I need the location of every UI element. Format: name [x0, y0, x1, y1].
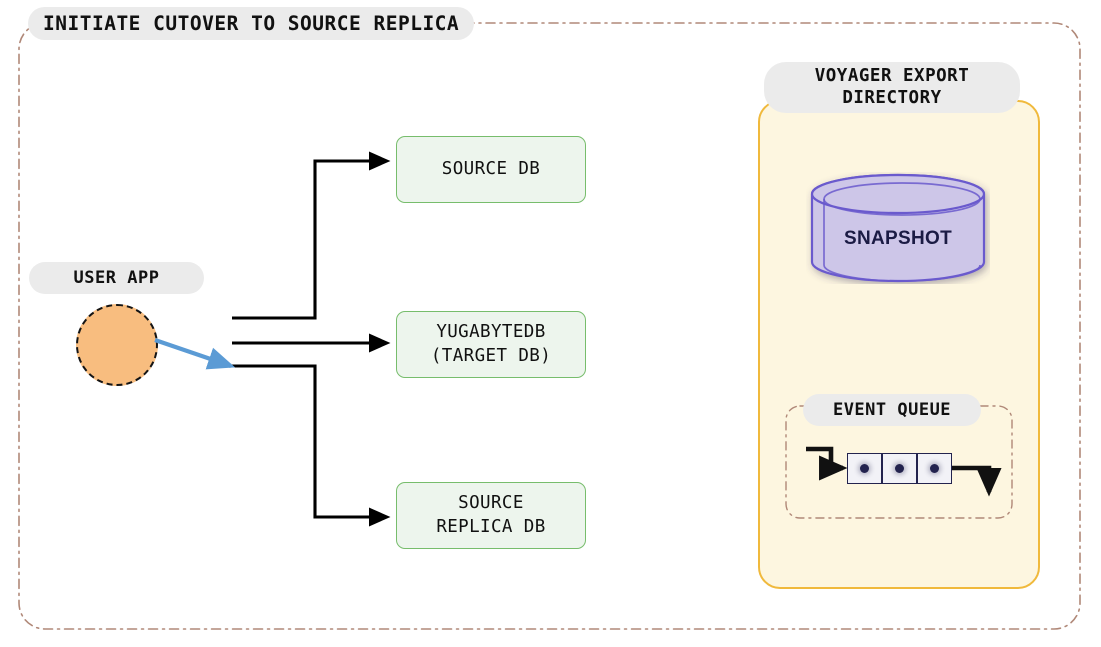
source-db-node[interactable]: SOURCE DB	[396, 136, 586, 203]
event-queue-cell[interactable]	[847, 453, 882, 484]
user-app-node[interactable]	[76, 304, 158, 386]
source-replica-db-node[interactable]: SOURCE REPLICA DB	[396, 482, 586, 549]
event-queue-cell[interactable]	[917, 453, 952, 484]
voyager-export-directory-label: VOYAGER EXPORT DIRECTORY	[764, 62, 1020, 113]
page-title: INITIATE CUTOVER TO SOURCE REPLICA	[28, 7, 475, 40]
event-dot-icon	[895, 464, 904, 473]
snapshot-cylinder-icon[interactable]	[806, 172, 990, 284]
event-dot-icon	[930, 464, 939, 473]
user-app-label: USER APP	[29, 262, 204, 294]
event-queue-label: EVENT QUEUE	[803, 394, 981, 426]
target-db-node[interactable]: YUGABYTEDB (TARGET DB)	[396, 311, 586, 378]
event-dot-icon	[860, 464, 869, 473]
event-queue-cell[interactable]	[882, 453, 917, 484]
